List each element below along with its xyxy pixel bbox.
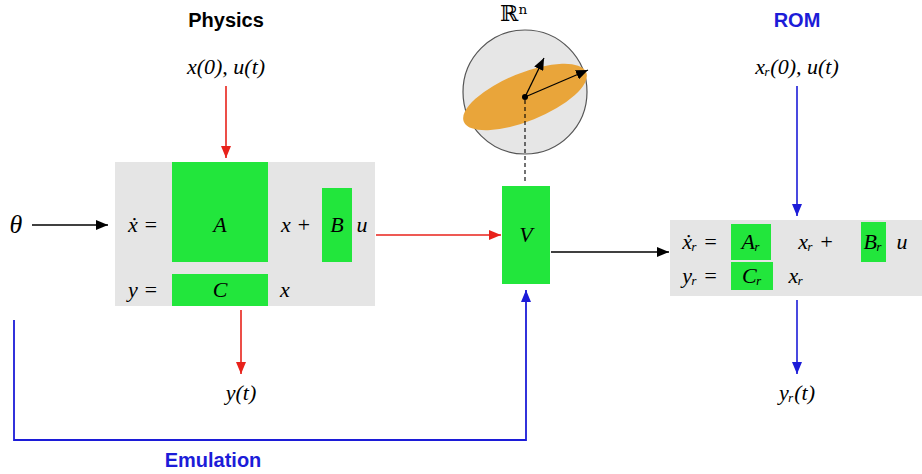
equation-text: ẋ = <box>128 214 158 236</box>
input-arrow <box>225 86 227 158</box>
equation-text: V <box>519 224 532 246</box>
equation-text: Bᵣ <box>864 231 883 253</box>
output-arrow <box>796 300 798 374</box>
equation-text: u <box>897 231 908 253</box>
matrix-box: C <box>172 274 268 306</box>
section-title: ROM <box>774 10 821 30</box>
space-label: ℝⁿ <box>500 3 528 25</box>
basis-vector <box>525 70 588 97</box>
equation-text: C <box>213 279 228 301</box>
equation-text: Cᵣ <box>742 265 762 287</box>
emulation-path <box>14 290 526 440</box>
output-arrow <box>240 310 242 374</box>
equation-text: x + <box>281 214 311 236</box>
matrix-box: Cᵣ <box>731 262 773 290</box>
parameter-label: θ <box>10 212 23 238</box>
equation-text: A <box>213 214 226 236</box>
flow-arrow <box>551 251 669 253</box>
parameter-arrow <box>32 224 108 226</box>
section-title: Emulation <box>165 450 262 470</box>
rom-panel: Aᵣ BᵣCᵣ ẋᵣ = xᵣ + u yᵣ = xᵣ <box>670 220 922 296</box>
matrix-box: A <box>172 162 268 262</box>
equation-text: y = <box>128 279 158 301</box>
flow-arrow <box>376 234 501 236</box>
input-label: xᵣ(0), u(t) <box>755 56 839 78</box>
equation-text: u <box>357 214 368 236</box>
equation-text: x <box>280 279 290 301</box>
system-panel: A B Cẋ = x + u y = x <box>115 162 375 306</box>
output-label: yᵣ(t) <box>779 382 815 404</box>
input-arrow <box>796 86 798 216</box>
output-label: y(t) <box>226 382 257 404</box>
equation-text: xᵣ + <box>798 231 834 253</box>
dashed-leader <box>524 100 525 184</box>
matrix-box: B <box>322 188 352 262</box>
equation-text: B <box>330 214 343 236</box>
equation-text: xᵣ <box>788 265 803 287</box>
input-label: x(0), u(t) <box>187 56 265 78</box>
basis-box: V <box>502 186 550 284</box>
equation-text: Aᵣ <box>742 231 761 253</box>
matrix-box: Bᵣ <box>861 222 886 262</box>
matrix-box: Aᵣ <box>731 224 771 260</box>
origin-dot <box>522 94 528 100</box>
section-title: Physics <box>188 10 264 30</box>
equation-text: ẋᵣ = <box>682 231 718 253</box>
basis-vector <box>525 58 544 97</box>
equation-text: yᵣ = <box>682 265 718 287</box>
